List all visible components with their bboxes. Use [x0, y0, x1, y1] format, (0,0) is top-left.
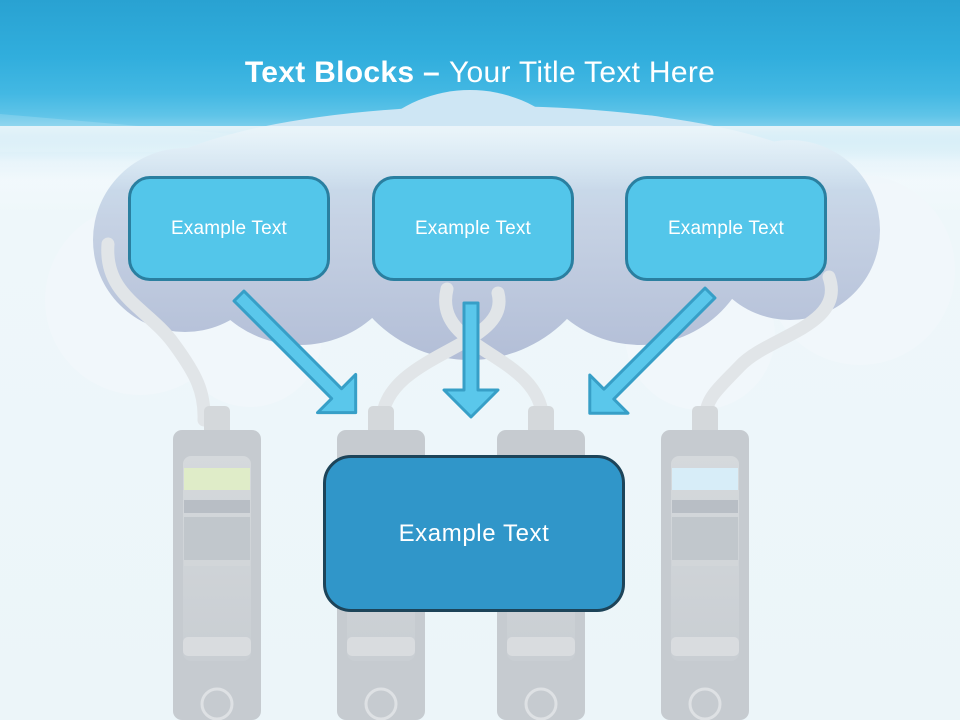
cable-server-1	[101, 237, 211, 427]
text-block-3-label: Example Text	[667, 217, 785, 239]
network-cables	[101, 237, 838, 427]
cable-server-2	[375, 286, 506, 427]
text-block-2[interactable]: Example Text	[372, 176, 574, 281]
text-block-target[interactable]: Example Text	[323, 455, 625, 612]
text-block-1-label: Example Text	[170, 217, 288, 239]
cable-server-4	[698, 270, 838, 427]
text-block-3[interactable]: Example Text	[625, 176, 827, 281]
text-block-2-label: Example Text	[414, 217, 532, 239]
server-knob	[528, 406, 554, 436]
server-power-circle	[364, 687, 398, 720]
server-led-strip-green	[184, 468, 250, 490]
server-power-circle	[688, 687, 722, 720]
arrow-down-icon	[442, 301, 500, 419]
server-power-circle	[200, 687, 234, 720]
cable-server-3	[439, 282, 550, 427]
server-knob	[368, 406, 394, 436]
server-drive-bay	[507, 637, 575, 656]
server-led-strip-blue	[672, 468, 738, 490]
server-tower-4	[661, 406, 749, 720]
flow-arrows	[232, 286, 717, 419]
server-drive-bay	[347, 637, 415, 656]
server-power-circle	[524, 687, 558, 720]
diagonal-arrow-down-right-icon	[232, 289, 358, 415]
text-block-target-label: Example Text	[398, 519, 550, 547]
server-knob	[204, 406, 230, 436]
diagonal-arrow-down-left-icon	[588, 286, 717, 415]
server-drive-bay	[671, 637, 739, 656]
server-tower-1	[173, 406, 261, 720]
server-knob	[692, 406, 718, 436]
text-block-1[interactable]: Example Text	[128, 176, 330, 281]
server-drive-bay	[183, 637, 251, 656]
